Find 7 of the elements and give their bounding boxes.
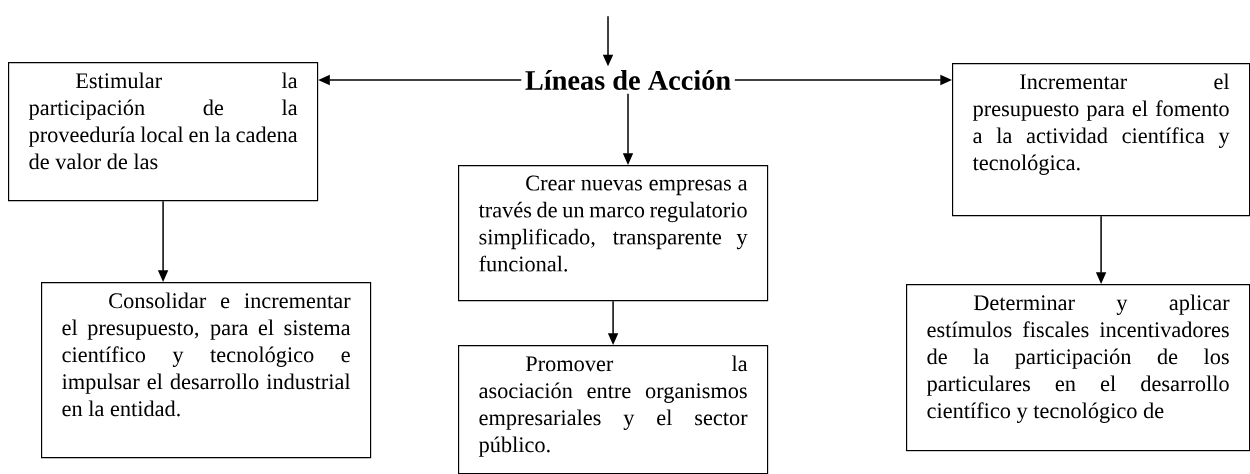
process-box: Incrementar el presupuesto para el fomento a la actividad científica y tecnológica. xyxy=(952,63,1250,217)
process-box: Promover la asociación entre organismos empresariales y el sector público. xyxy=(458,345,769,474)
process-box: Estimular la participación de la proveeduría local en la cadena de valor de las xyxy=(8,62,319,202)
heading: Líneas de Acción xyxy=(525,70,731,90)
process-box: Crear nuevas empresas a través de un marco regulatorio simplificado, transparente y funcional. xyxy=(458,165,769,302)
process-box: Determinar y aplicar estímulos fiscales incentivadores de la participación de los particulares en el desarrollo científico y tecnológico de xyxy=(906,284,1250,452)
process-box: Consolidar e incrementar el presupuesto, para el sistema científico y tecnológico e impulsar el desarrollo industrial en la entidad. xyxy=(41,282,372,459)
